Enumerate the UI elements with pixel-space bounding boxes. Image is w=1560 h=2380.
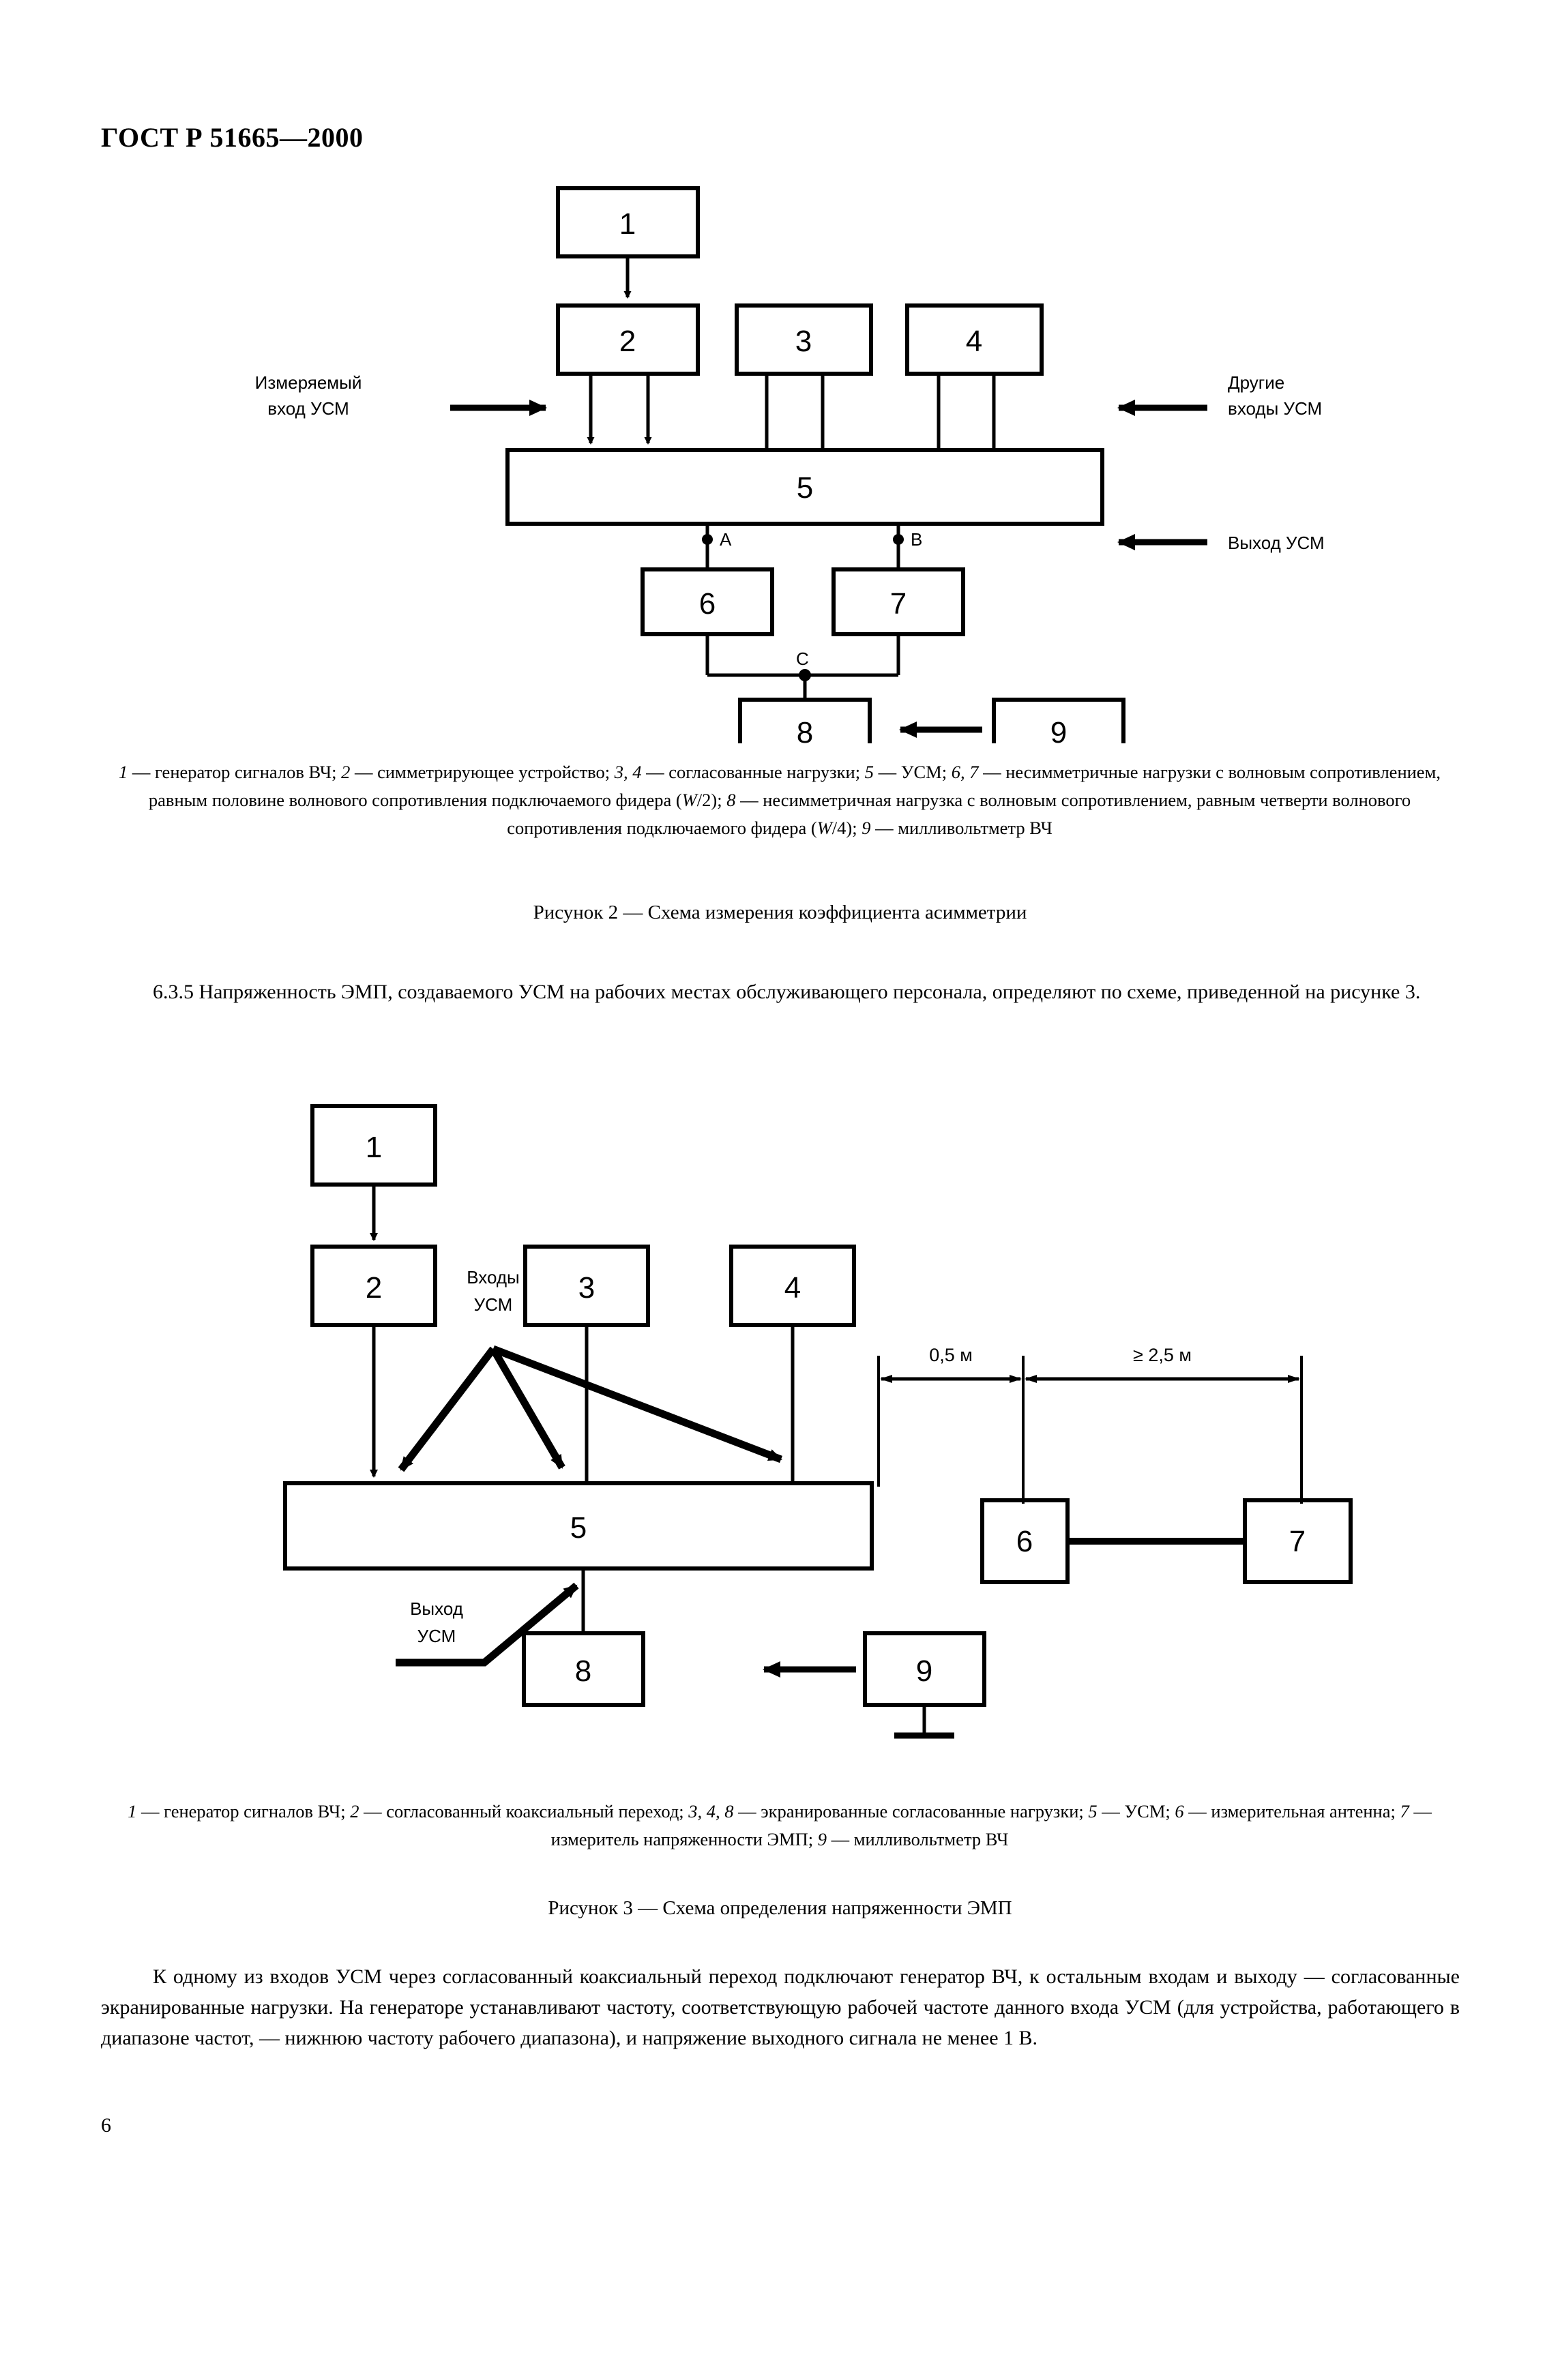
figure-3-diagram: 1 2 3 4 5 6 7 8 9 Входы УСМ Выход УСМ 0,… [0,1064,1560,1759]
figure-2-box-3 [735,303,873,376]
legend-2-num-6: 8 [726,790,736,810]
legend-2-num-5: 6, 7 [951,762,979,782]
figure-2-box-1-label: 1 [619,207,636,241]
legend-2-txt-4: — УСМ; [873,762,952,782]
figure-3-dimension-label-1: 0,5 м [929,1345,973,1365]
figure-3-arrow-inputs-b [490,1347,565,1470]
figure-2-legend: 1 — генератор сигналов ВЧ; 2 — симметрир… [101,758,1458,842]
legend-2-num-4: 5 [864,762,874,782]
legend-3-num-4: 5 [1088,1801,1098,1821]
figure-2-other-inputs-line1: Другие [1228,372,1284,393]
legend-2-tail-6: /4); [831,818,862,838]
figure-2-box-3-label: 3 [795,325,812,358]
legend-2-sym-5: W [681,790,697,810]
legend-2-num-7: 9 [862,818,871,838]
figure-2-junctions [702,534,904,681]
legend-3-txt-4: — УСМ; [1097,1801,1175,1821]
figure-3-dimension-guides [877,1356,1303,1504]
paragraph-6-3-5: 6.3.5 Напряженность ЭМП, создаваемого УС… [153,981,1421,1003]
figure-3-arrow-inputs-a [398,1346,497,1472]
legend-2-txt-7: — милливольтметр ВЧ [870,818,1053,838]
legend-3-txt-3: — экранированные согласованные нагрузки; [733,1801,1089,1821]
legend-3-num-2: 2 [350,1801,359,1821]
legend-3-txt-5: — измерительная антенна; [1183,1801,1400,1821]
figure-2-measured-input-line1: Измеряемый [255,372,362,393]
figure-2-box-5-label: 5 [797,471,813,505]
figure-2-box-4-label: 4 [966,325,982,358]
figure-3-box-8-label: 8 [575,1654,591,1688]
figure-3-output-line1: Выход [410,1598,463,1619]
figure-3-inputs-line1: Входы [467,1267,520,1288]
figure-3-arrow-inputs-c [492,1345,782,1463]
legend-3-num-7: 9 [817,1829,827,1849]
figure-2-box-6-label: 6 [699,587,716,621]
legend-3-num-5: 6 [1175,1801,1184,1821]
figure-2-box-4 [905,303,1044,376]
figure-2-box-2-label: 2 [619,325,636,358]
figure-3-inputs-line2: УСМ [474,1294,513,1315]
figure-3-box-6-label: 6 [1016,1525,1033,1558]
legend-2-num-1: 1 [119,762,128,782]
legend-3-num-1: 1 [128,1801,137,1821]
figure-3-legend: 1 — генератор сигналов ВЧ; 2 — согласова… [101,1798,1458,1854]
figure-3-box-2-label: 2 [366,1271,382,1305]
legend-2-txt-2: — симметрирующее устройство; [350,762,615,782]
legend-2-txt-1: — генератор сигналов ВЧ; [128,762,342,782]
figure-2-caption: Рисунок 2 — Схема измерения коэффициента… [533,902,1027,923]
page-title: ГОСТ Р 51665—2000 [101,122,364,153]
page-number: 6 [101,2114,111,2137]
figure-3-box-1-label: 1 [366,1131,382,1164]
figure-2-node-c-label: C [796,649,809,669]
figure-3-box-7-label: 7 [1289,1525,1306,1558]
figure-3-box-5 [283,1481,874,1571]
legend-2-tail-5: /2); [696,790,727,810]
figure-2-box-2 [556,303,700,376]
figure-3-caption: Рисунок 3 — Схема определения напряженно… [548,1897,1012,1919]
legend-2-txt-6: — несимметричная нагрузка с волновым соп… [507,790,1411,838]
figure-2-measured-input-line2: вход УСМ [267,398,349,419]
legend-3-txt-7: — милливольтметр ВЧ [826,1829,1009,1849]
legend-2-txt-3: — согласованные нагрузки; [641,762,865,782]
figure-2-box-9 [992,698,1125,743]
figure-2-svg: 1 2 3 4 5 6 7 8 9 A B C Измеряемый вход … [255,186,1325,743]
figure-2-box-8-label: 8 [797,716,813,743]
legend-2-txt-5: — несимметричные нагрузки с волновым соп… [148,762,1441,810]
figure-3-svg: 1 2 3 4 5 6 7 8 9 Входы УСМ Выход УСМ 0,… [283,1104,1353,1739]
figure-2-box-9-label: 9 [1050,716,1067,743]
figure-2-node-a-label: A [720,529,732,550]
figure-2-other-inputs-line2: входы УСМ [1228,398,1322,419]
figure-2-node-b-label: B [911,529,922,550]
figure-3-dimension-label-2: ≥ 2,5 м [1133,1345,1192,1365]
figure-3-output-line2: УСМ [417,1626,456,1646]
legend-2-sym-6: W [816,818,832,838]
figure-3-box-4-label: 4 [784,1271,801,1305]
figure-2-diagram: 1 2 3 4 5 6 7 8 9 A B C Измеряемый вход … [0,164,1560,743]
figure-3-box-3-label: 3 [578,1271,595,1305]
legend-3-num-3: 3, 4, 8 [688,1801,734,1821]
legend-3-txt-2: — согласованный коаксиальный переход; [359,1801,689,1821]
legend-3-num-6: 7 [1400,1801,1409,1821]
figure-2-output-label: Выход УСМ [1228,533,1325,553]
paragraph-final: К одному из входов УСМ через согласованн… [101,1965,1460,2049]
legend-2-num-2: 2 [341,762,351,782]
figure-3-box-9-label: 9 [916,1654,932,1688]
legend-3-txt-1: — генератор сигналов ВЧ; [136,1801,351,1821]
legend-3-txt-6: — измеритель напряженности ЭМП; [550,1801,1432,1849]
figure-2-box-5 [505,448,1104,526]
figure-3-box-5-label: 5 [570,1511,587,1545]
figure-2-box-7-label: 7 [890,587,907,621]
figure-3-arrow-output [396,1582,579,1667]
legend-2-num-3: 3, 4 [614,762,642,782]
